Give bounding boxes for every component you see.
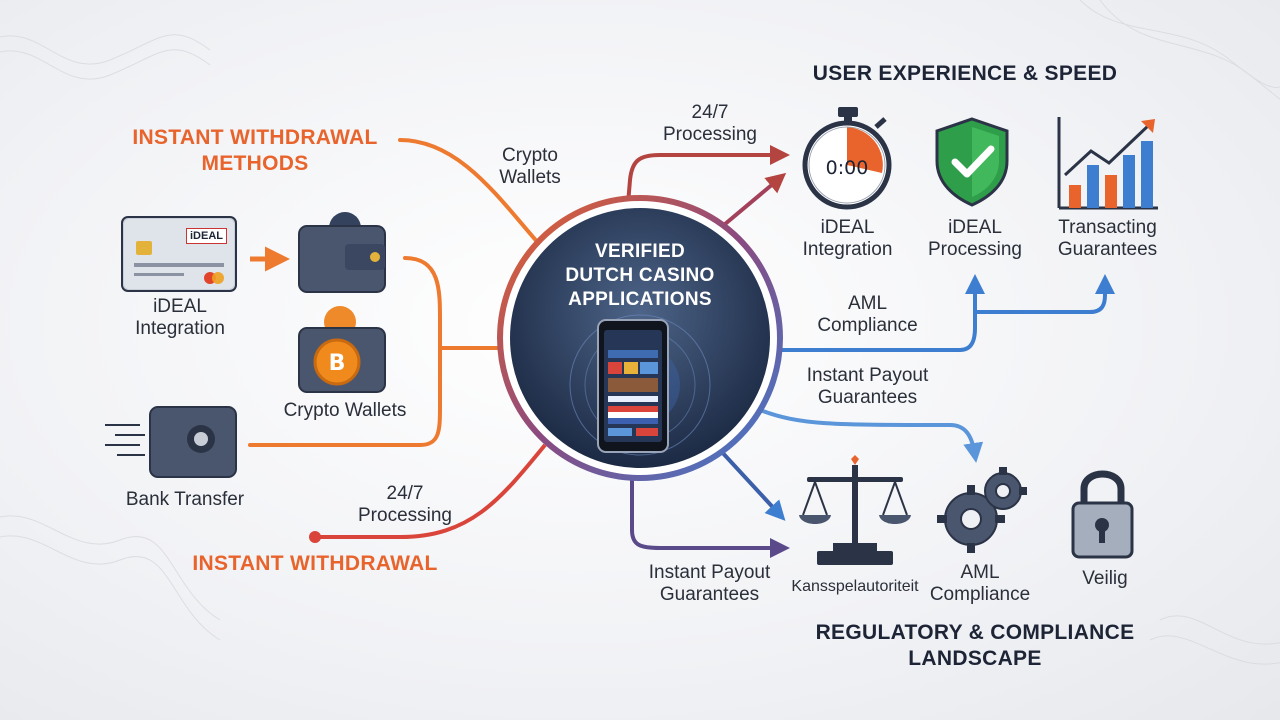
- flow-label-aml-line-2: Compliance: [817, 315, 918, 336]
- hub-title-line-3: APPLICATIONS: [568, 289, 712, 310]
- credit-card-icon: [121, 216, 237, 292]
- heading-instant-withdrawal: INSTANT WITHDRAWAL: [192, 552, 438, 575]
- decorative-waves: [0, 0, 1280, 665]
- heading-regulatory: REGULATORY & COMPLIANCE LANDSCAPE: [800, 620, 1150, 672]
- label-ux-ideal-integration-line-1: iDEAL: [820, 217, 875, 238]
- flow-label-payout-bottom-line-1: Instant Payout: [648, 562, 771, 583]
- stopwatch-icon: 0:00: [802, 107, 892, 210]
- orange-flows: [248, 138, 542, 447]
- card-brand-label: iDEAL: [186, 228, 227, 244]
- bank-transfer-icon: [105, 406, 237, 478]
- flow-label-payout-mid-line-2: Guarantees: [817, 387, 918, 408]
- label-ux-ideal-integration-line-2: Integration: [802, 239, 893, 260]
- flow-label-payout-mid: Instant Payout Guarantees: [785, 365, 950, 409]
- label-crypto-wallets: Crypto Wallets: [283, 400, 407, 421]
- aml-branch-flow: [975, 274, 1115, 314]
- label-ux-transacting: Transacting Guarantees: [1035, 217, 1180, 261]
- label-ideal-integration: iDEAL Integration: [110, 296, 250, 340]
- label-reg-aml-line-1: AML: [960, 562, 1000, 583]
- heading-ux-speed: USER EXPERIENCE & SPEED: [812, 62, 1118, 85]
- hub-title-line-1: VERIFIED: [594, 241, 686, 262]
- flow-label-processing-top-line-1: 24/7: [691, 102, 729, 123]
- heading-instant-methods-line-1: INSTANT WITHDRAWAL: [132, 126, 378, 149]
- processing-top-flow: [623, 145, 790, 241]
- flow-label-crypto-wallets: Crypto Wallets: [470, 145, 590, 189]
- label-ideal-integration-line-2: Integration: [135, 318, 225, 339]
- flow-label-payout-bottom-line-2: Guarantees: [659, 584, 760, 605]
- flow-label-payout-bottom: Instant Payout Guarantees: [627, 562, 792, 606]
- label-reg-aml: AML Compliance: [910, 562, 1050, 606]
- wallet-icon: [298, 212, 386, 293]
- label-ux-ideal-processing: iDEAL Processing: [905, 217, 1045, 261]
- scales-icon: [799, 455, 911, 565]
- label-ux-transacting-line-2: Guarantees: [1057, 239, 1158, 260]
- heading-regulatory-line-2: LANDSCAPE: [908, 647, 1042, 670]
- label-ux-ideal-integration: iDEAL Integration: [775, 217, 920, 261]
- label-reg-aml-line-2: Compliance: [929, 584, 1031, 605]
- label-bank-transfer: Bank Transfer: [125, 489, 245, 510]
- flow-label-processing-bottom: 24/7 Processing: [345, 483, 465, 527]
- label-ideal-integration-line-1: iDEAL: [153, 296, 207, 317]
- hub-title-line-2: DUTCH CASINO: [565, 265, 715, 286]
- label-ux-transacting-line-1: Transacting: [1058, 217, 1157, 238]
- payout-bottom-flow: [630, 478, 790, 558]
- label-kansspelautoriteit: Kansspelautoriteit: [791, 578, 919, 595]
- bar-chart-icon: [1057, 117, 1158, 210]
- heading-instant-methods: INSTANT WITHDRAWAL METHODS: [120, 125, 390, 177]
- flow-label-processing-bottom-line-1: 24/7: [386, 483, 424, 504]
- shield-check-icon: [935, 117, 1009, 207]
- flow-label-processing-top-line-2: Processing: [663, 124, 757, 145]
- flow-label-crypto-line-1: Crypto: [502, 145, 558, 166]
- flow-start-dot: [309, 531, 321, 543]
- label-ux-ideal-processing-line-2: Processing: [928, 239, 1022, 260]
- heading-regulatory-line-1: REGULATORY & COMPLIANCE: [815, 621, 1135, 644]
- flow-label-processing-top: 24/7 Processing: [640, 102, 780, 146]
- heading-instant-methods-line-2: METHODS: [201, 152, 309, 175]
- padlock-icon: [1071, 470, 1134, 559]
- flow-label-processing-bottom-line-2: Processing: [358, 505, 452, 526]
- aml-flow: [760, 274, 985, 352]
- flow-label-payout-mid-line-1: Instant Payout: [806, 365, 929, 386]
- hub-title: VERIFIED DUTCH CASINO APPLICATIONS: [520, 240, 760, 312]
- timer-value: 0:00: [826, 157, 869, 179]
- flow-label-crypto-line-2: Wallets: [499, 167, 561, 188]
- payout-flow: [759, 408, 984, 463]
- gears-icon: [937, 467, 1027, 553]
- processing-flow: [315, 443, 547, 539]
- phone-icon: [597, 319, 669, 453]
- label-veilig: Veilig: [1082, 568, 1128, 589]
- label-ux-ideal-processing-line-1: iDEAL: [948, 217, 1002, 238]
- regulatory-flow: [718, 448, 786, 521]
- flow-label-aml-line-1: AML: [847, 293, 888, 314]
- crypto-wallet-icon: B: [298, 306, 386, 393]
- flow-label-aml: AML Compliance: [795, 293, 940, 337]
- svg-text:B: B: [329, 351, 346, 376]
